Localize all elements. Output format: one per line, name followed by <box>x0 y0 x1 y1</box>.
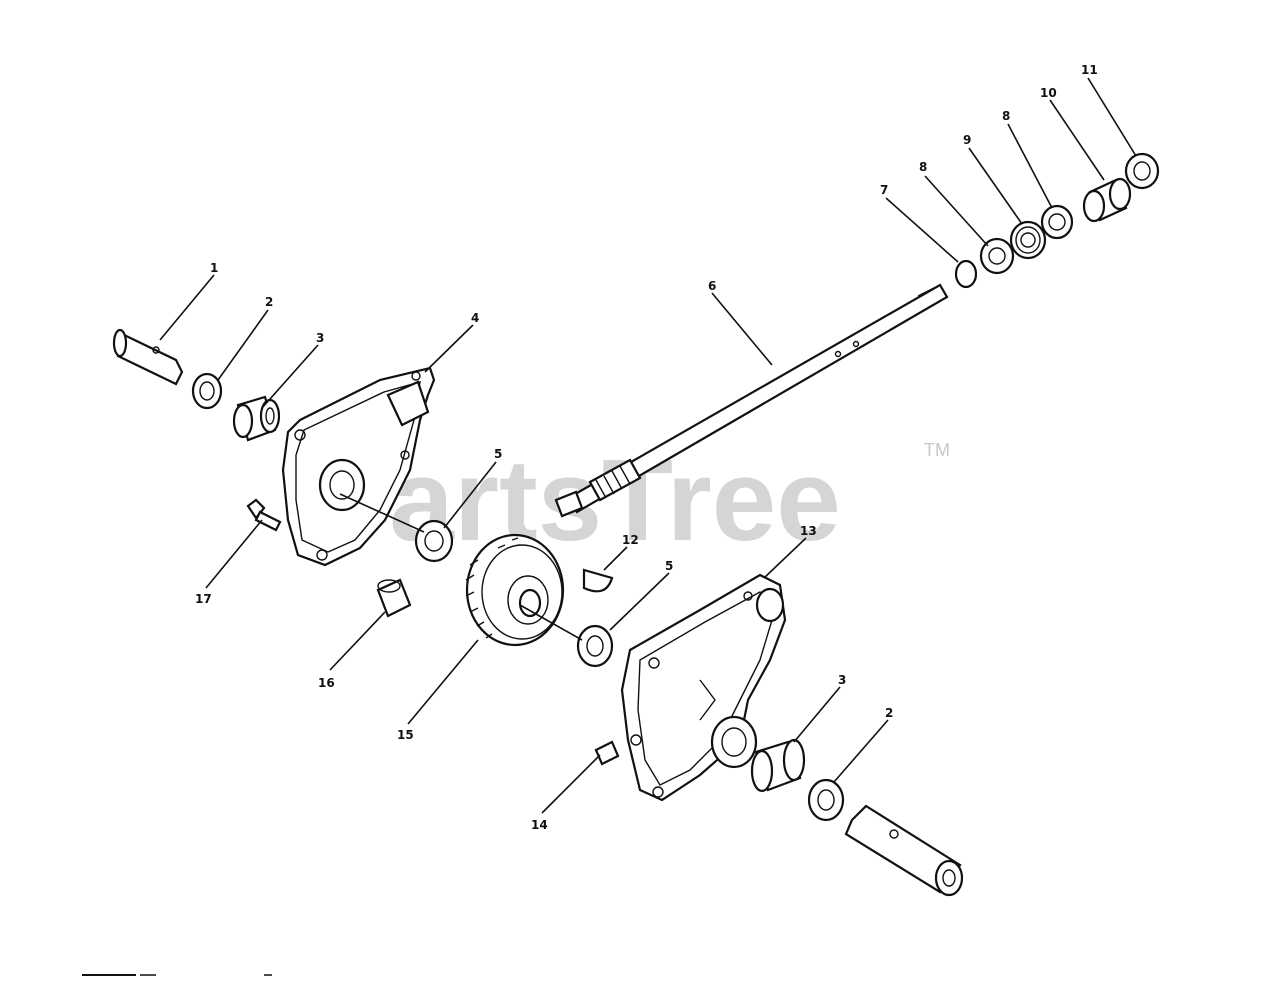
callout-4: 4 <box>471 311 479 325</box>
callout-6: 6 <box>708 279 716 293</box>
part-6-drive-shaft[interactable] <box>554 283 949 518</box>
part-5-washer-upper[interactable] <box>414 519 454 563</box>
callout-13: 13 <box>800 524 817 538</box>
part-4-housing-cover-left[interactable] <box>281 366 436 567</box>
callout-15: 15 <box>397 728 414 742</box>
callout-5: 5 <box>494 447 502 461</box>
callout-1: 1 <box>210 261 218 275</box>
part-16-coupling[interactable] <box>376 578 412 618</box>
part-1-pin-left[interactable] <box>112 328 184 386</box>
callout-10: 10 <box>1040 86 1057 100</box>
leader-lines <box>159 77 1137 814</box>
part-12-key[interactable] <box>582 568 614 593</box>
part-3-bushing-left[interactable] <box>232 395 281 442</box>
callout-2b: 2 <box>885 706 893 720</box>
part-17-bolt[interactable] <box>246 498 282 532</box>
part-8-washer-a[interactable] <box>979 237 1015 275</box>
callout-labels: 1 2 3 4 5 6 7 8 9 8 10 11 12 13 5 17 16 … <box>195 63 1098 832</box>
callout-3b: 3 <box>838 673 846 687</box>
part-8-washer-b[interactable] <box>1040 204 1074 240</box>
part-14-set-screw[interactable] <box>594 740 620 766</box>
callout-16: 16 <box>318 676 335 690</box>
callout-7: 7 <box>880 183 888 197</box>
watermark-trademark: TM <box>924 440 950 460</box>
callout-5b: 5 <box>665 559 673 573</box>
part-3-bushing-right[interactable] <box>750 738 806 793</box>
callout-17: 17 <box>195 592 212 606</box>
callout-8: 8 <box>919 160 927 174</box>
callout-8b: 8 <box>1002 109 1010 123</box>
part-9-thrust-bearing[interactable] <box>1009 220 1047 260</box>
callout-14: 14 <box>531 818 548 832</box>
part-2-washer-right[interactable] <box>807 778 845 822</box>
part-5-washer-lower[interactable] <box>576 624 614 668</box>
part-11-seal[interactable] <box>1124 152 1160 190</box>
part-2-washer-left[interactable] <box>191 372 223 410</box>
callout-11: 11 <box>1081 63 1098 77</box>
part-13-housing-right[interactable] <box>620 573 787 802</box>
callout-9: 9 <box>963 133 971 147</box>
part-7-retaining-ring[interactable] <box>954 259 978 289</box>
part-pin-right[interactable] <box>844 804 964 897</box>
callout-3: 3 <box>316 331 324 345</box>
callout-12: 12 <box>622 533 639 547</box>
callout-2: 2 <box>265 295 273 309</box>
part-10-bushing[interactable] <box>1082 177 1132 223</box>
part-15-helical-gear[interactable] <box>465 533 565 647</box>
